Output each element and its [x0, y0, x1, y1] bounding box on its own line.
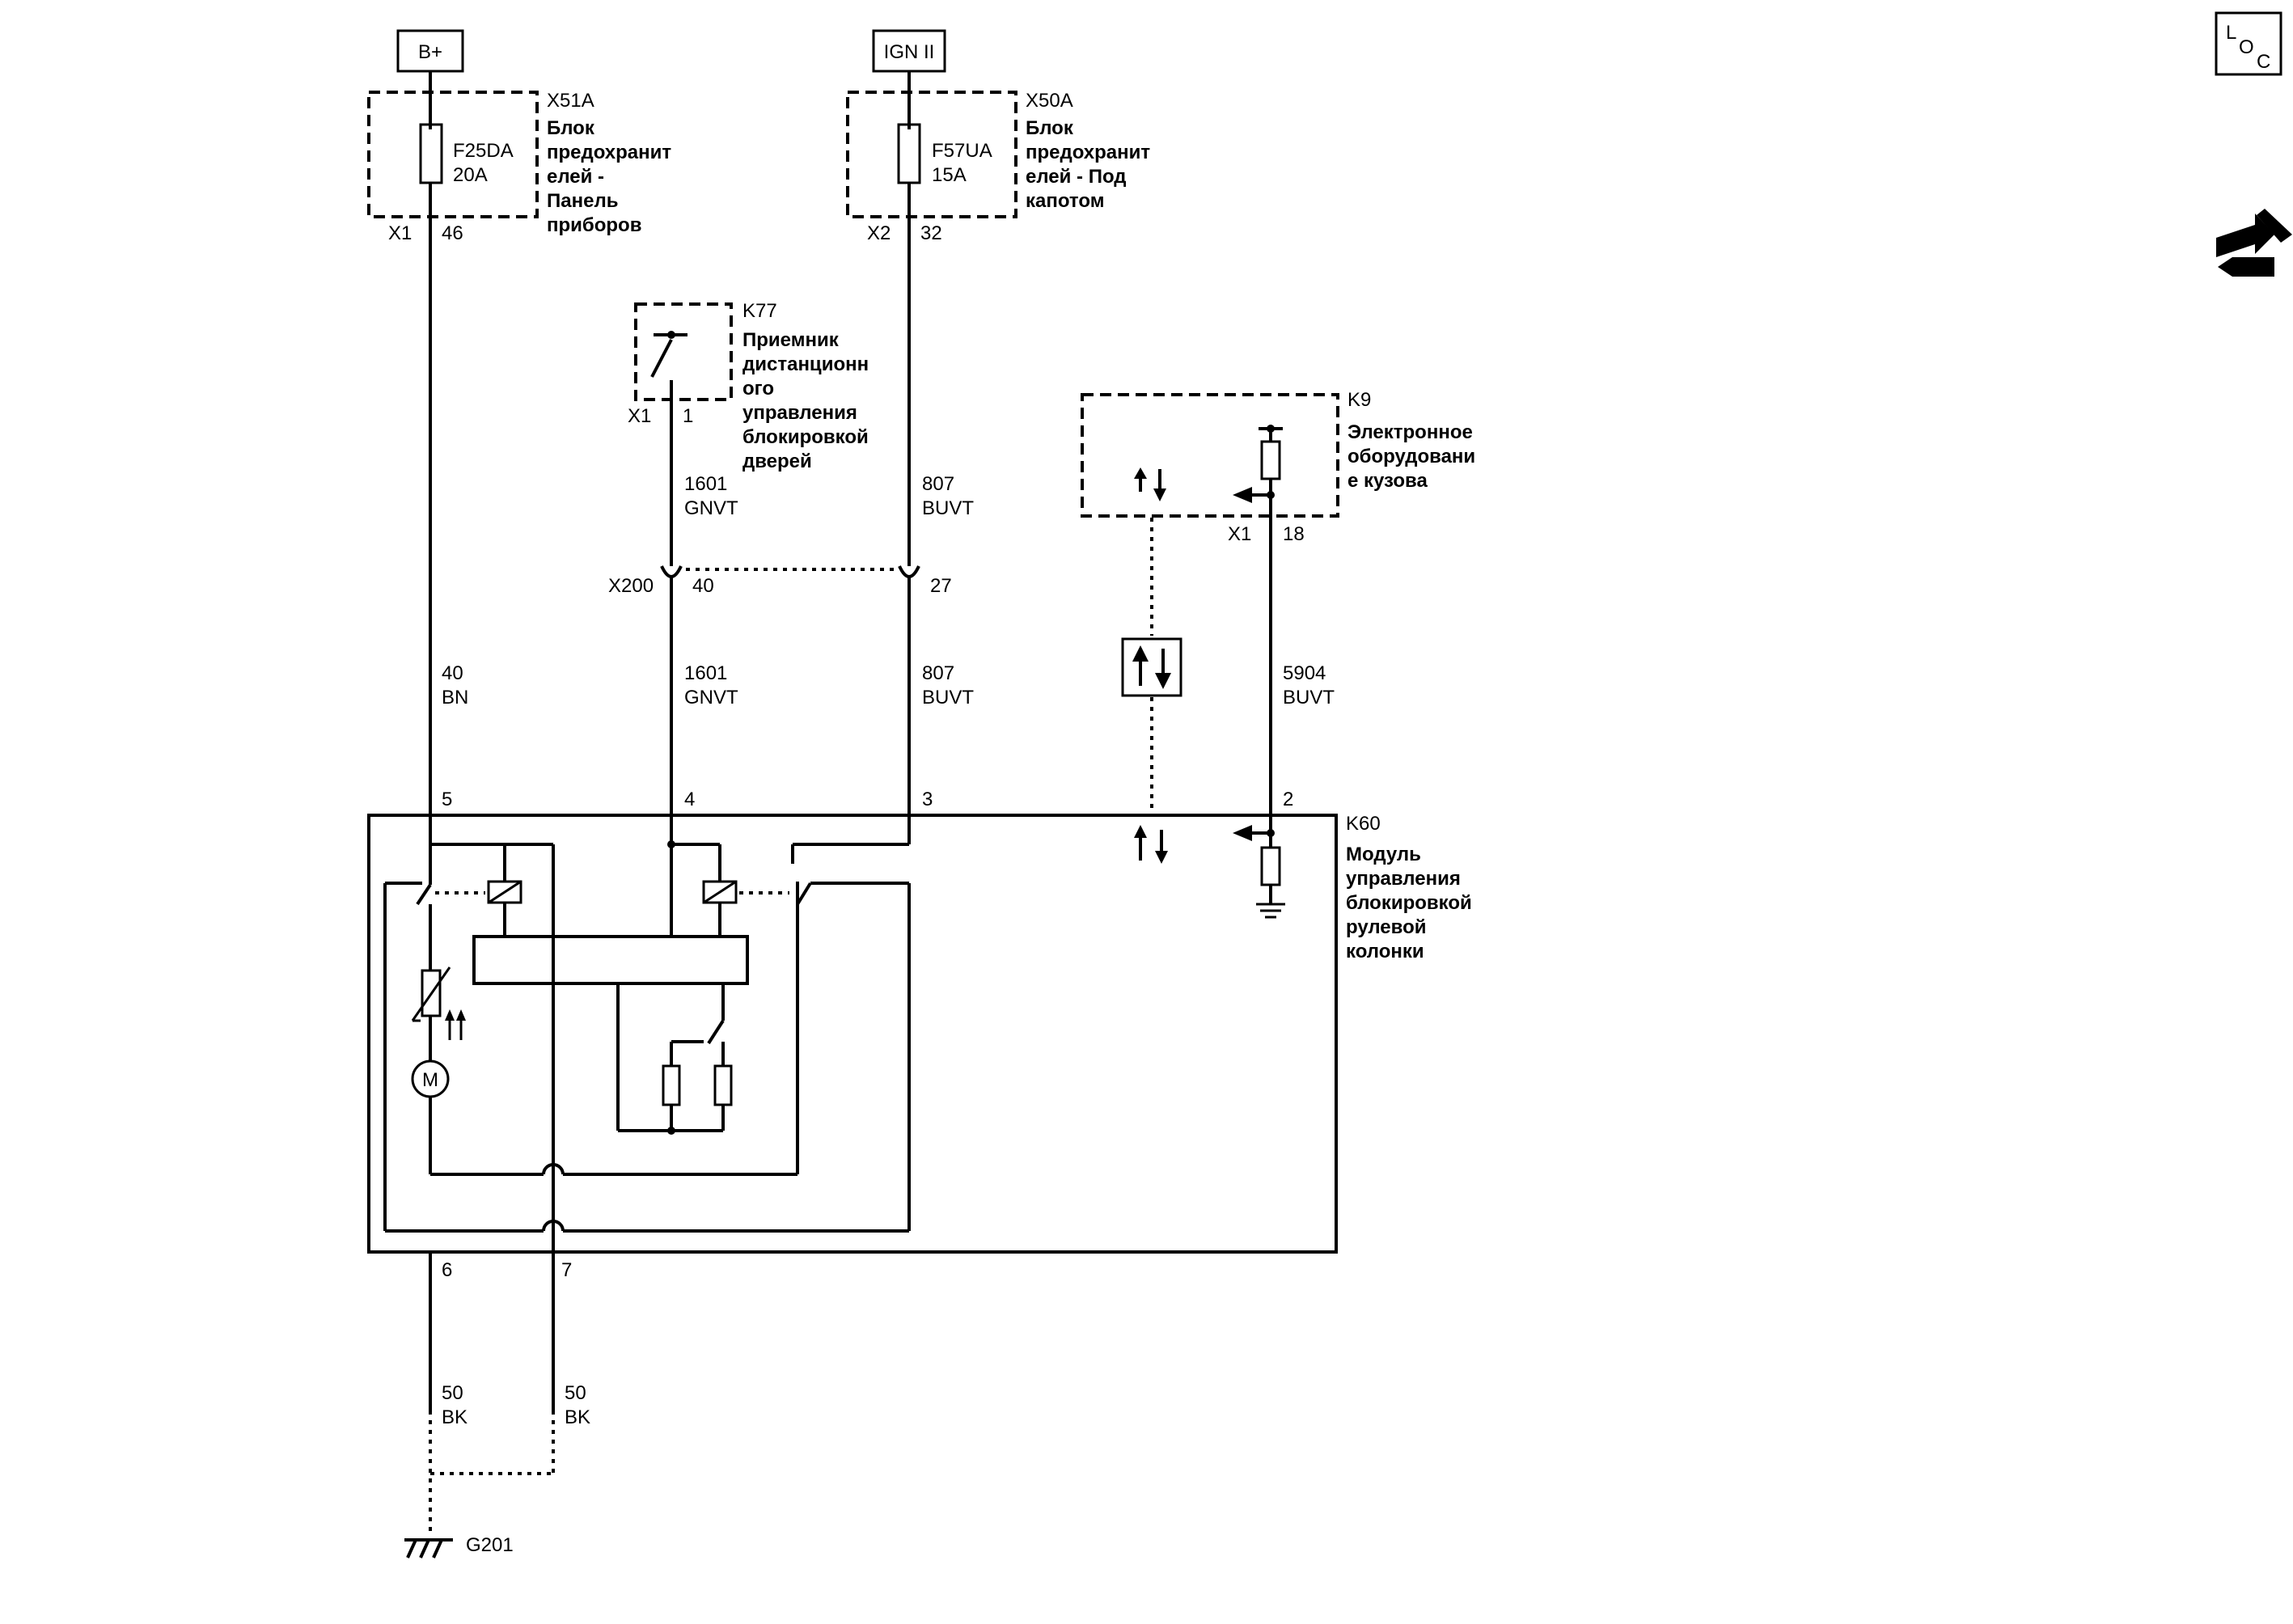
- wire-1601-bot-circuit: 1601: [684, 662, 727, 684]
- k77-connector: X1: [628, 405, 651, 427]
- k60-pin-5: 5: [442, 789, 452, 810]
- fuse-block-ip-name: Блок предохранит елей - Панель приборов: [547, 117, 677, 236]
- wire-1601-top-circuit: 1601: [684, 473, 727, 495]
- k9-id: K9: [1347, 389, 1371, 411]
- k60-internal-circuit: M: [383, 815, 1285, 1297]
- k9-connector: X1: [1228, 523, 1251, 545]
- terminal-ign: IGN II: [872, 29, 946, 73]
- wire-50b-circuit: 50: [565, 1382, 586, 1404]
- k60-data-arrows-icon: [1134, 825, 1168, 864]
- k60-pin-6: 6: [442, 1259, 452, 1281]
- network-switch: [707, 1019, 725, 1045]
- k9-data-arrows-icon: [1134, 467, 1166, 501]
- inline-connector-pin-b: 27: [930, 575, 952, 597]
- network-resistor-a: [662, 1064, 681, 1106]
- k60-input-arrow-icon: [1233, 825, 1252, 841]
- motor-symbol: M: [422, 1069, 438, 1091]
- chassis-ground-icon: [1256, 903, 1285, 919]
- wire-1601-bot-color: GNVT: [684, 687, 738, 708]
- loc-badge-l: L: [2226, 22, 2236, 44]
- k9-pin: 18: [1283, 523, 1305, 545]
- wire-50a-circuit: 50: [442, 1382, 463, 1404]
- fuse-block-uh-name: Блок предохранит елей - Под капотом: [1026, 117, 1156, 212]
- k77-name: Приемник дистанционн ого управления блок…: [742, 329, 874, 472]
- k9-input-arrow-icon: [1233, 487, 1252, 503]
- k60-pin-2: 2: [1283, 789, 1293, 810]
- fuse-block-uh-id: X50A: [1026, 90, 1073, 112]
- fuse-f25da-rating: 20A: [453, 164, 488, 186]
- fuse-block-ip-id: X51A: [547, 90, 594, 112]
- wire-40-circuit: 40: [442, 662, 463, 684]
- terminal-ign-label: IGN II: [884, 41, 935, 63]
- logic-controller-block: [472, 935, 749, 985]
- wire-807-top-color: BUVT: [922, 497, 974, 519]
- k9-name: Электронное оборудовани е кузова: [1347, 421, 1481, 492]
- fuse-f57ua-rating: 15A: [932, 164, 967, 186]
- k77-receiver: K77 Приемник дистанционн ого управления …: [628, 300, 874, 472]
- fuse-f25da-label: F25DA: [453, 140, 514, 162]
- inline-connector-x200: X200 40 27: [608, 565, 952, 815]
- k60-pin-7: 7: [561, 1259, 572, 1281]
- fuse-block-uh-pin: 32: [920, 222, 942, 244]
- fuse-f25da: [419, 123, 443, 184]
- loc-badge-c: C: [2257, 51, 2270, 73]
- k60-pin-3: 3: [922, 789, 933, 810]
- loc-badge-o: O: [2239, 36, 2254, 58]
- loc-badge[interactable]: L O C: [2215, 11, 2282, 76]
- terminal-bplus: B+: [396, 29, 464, 73]
- k60-module-box: [367, 814, 1338, 1254]
- k77-switch-contact: [650, 339, 673, 378]
- serial-data-link: [1121, 518, 1182, 815]
- network-resistor-b: [713, 1064, 733, 1106]
- wire-5904-color: BUVT: [1283, 687, 1335, 708]
- k77-id: K77: [742, 300, 777, 322]
- inline-connector-pin-a: 40: [692, 575, 714, 597]
- terminal-bplus-label: B+: [418, 41, 442, 63]
- fuse-block-uh-connector: X2: [867, 222, 891, 244]
- ground-g201: G201: [404, 1534, 514, 1558]
- k60-name: Модуль управления блокировкой рулевой ко…: [1346, 844, 1477, 962]
- fuse-block-ip-pin: 46: [442, 222, 463, 244]
- fuse-f57ua-label: F57UA: [932, 140, 992, 162]
- wire-807-bot-circuit: 807: [922, 662, 954, 684]
- wire-50b-color: BK: [565, 1406, 590, 1428]
- connector-view-icon[interactable]: [2216, 209, 2292, 277]
- fuse-block-ip: X51A F25DA 20A Блок предохранит елей - П…: [367, 71, 677, 244]
- motor-icon: M: [411, 1059, 450, 1098]
- thermistor-arrows-icon: [445, 1009, 466, 1040]
- wire-50a-color: BK: [442, 1406, 467, 1428]
- fuse-block-ip-connector: X1: [388, 222, 412, 244]
- wire-807-top-circuit: 807: [922, 473, 954, 495]
- k60-pulldown-resistor: [1260, 846, 1281, 886]
- wire-5904-circuit: 5904: [1283, 662, 1326, 684]
- inline-connector-id: X200: [608, 575, 654, 597]
- wire-40-color: BN: [442, 687, 468, 708]
- wire-807-bot-color: BUVT: [922, 687, 974, 708]
- k60-id: K60: [1346, 813, 1381, 835]
- left-relay-switch: [416, 883, 432, 906]
- right-relay-switch: [796, 882, 812, 906]
- k77-pin: 1: [683, 405, 693, 427]
- fuse-f57ua: [897, 123, 921, 184]
- k9-bcm: K9 Электронное оборудовани е кузова X1 1…: [1081, 389, 1481, 545]
- k9-pullup-resistor: [1260, 440, 1281, 480]
- wire-1601-top-color: GNVT: [684, 497, 738, 519]
- fuse-block-uh: X50A F57UA 15A Блок предохранит елей - П…: [846, 71, 1156, 244]
- ground-g201-label: G201: [466, 1534, 514, 1556]
- k60-pin-4: 4: [684, 789, 695, 810]
- serial-data-icon: [1121, 637, 1182, 697]
